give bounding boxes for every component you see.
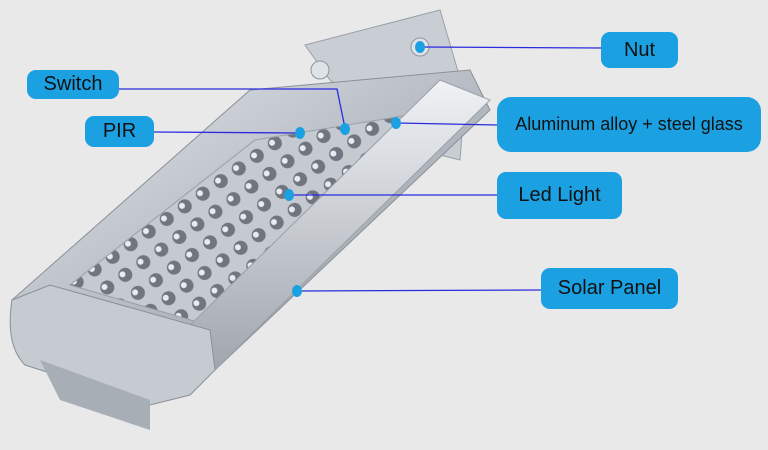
label-led-light: Led Light [497, 172, 622, 219]
lamp-body [9, 69, 491, 430]
label-switch: Switch [27, 70, 119, 99]
label-solar-panel: Solar Panel [541, 268, 678, 309]
label-nut: Nut [601, 32, 678, 68]
leader-dots [284, 41, 425, 297]
label-aluminum-alloy: Aluminum alloy + steel glass [497, 97, 761, 152]
leader-lines [119, 46, 602, 292]
label-pir: PIR [85, 116, 154, 147]
